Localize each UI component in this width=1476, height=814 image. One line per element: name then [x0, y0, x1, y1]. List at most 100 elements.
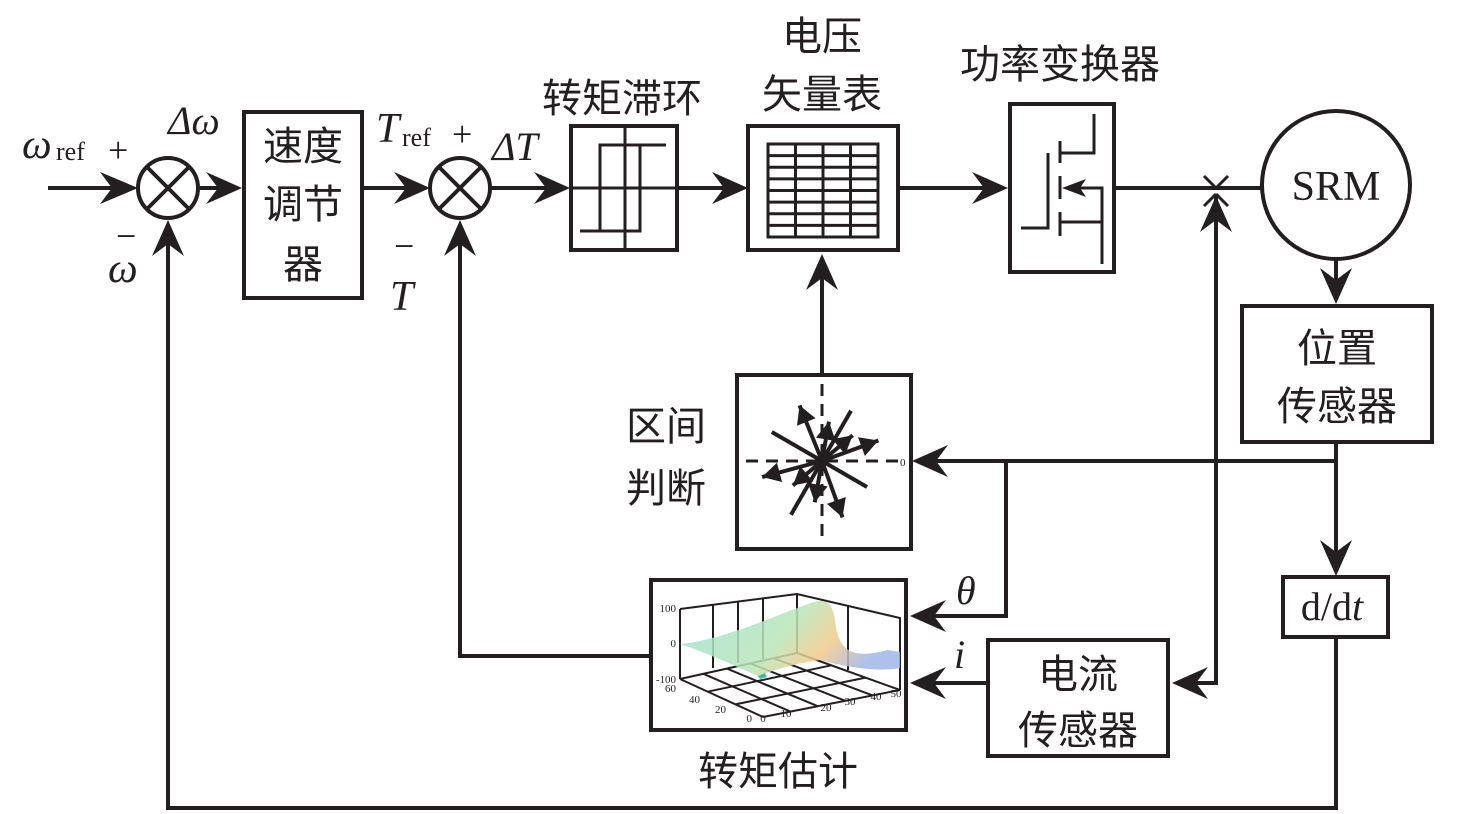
vector-arrowhead	[792, 466, 814, 486]
t-ref-label: T	[376, 106, 402, 152]
floor-grid-line	[726, 667, 819, 708]
arrow-into-sum1-feedback	[152, 220, 184, 256]
speed-feedback-line	[166, 236, 1338, 810]
sector-axis-zero: 0	[900, 457, 906, 469]
voltage-vector-star-icon	[761, 404, 880, 519]
vector-arrowhead	[826, 497, 846, 518]
x-tick-0: 0	[760, 713, 766, 725]
speed-regulator-label-3: 器	[283, 242, 323, 288]
arrow-into-converter	[972, 172, 1008, 204]
plus-sign-2: +	[452, 114, 472, 154]
power-converter-block: 功率变换器	[960, 42, 1160, 274]
vector-ray	[789, 460, 824, 516]
arrow-into-hysteresis	[534, 172, 570, 204]
arrow-into-current-sensor	[1172, 667, 1208, 699]
theta-label: θ	[956, 568, 976, 613]
y-tick-60: 60	[665, 683, 677, 695]
arrow-into-table	[712, 172, 748, 204]
derivative-block: d/dt	[1281, 575, 1390, 639]
current-probe-mark	[1202, 174, 1218, 190]
floor-grid-line	[707, 664, 832, 693]
sector-judgment-block: 区间 判断 0	[626, 373, 913, 551]
vector-arrowhead	[807, 482, 828, 503]
arrow-into-sum1	[100, 172, 138, 204]
derivative-var: t	[1352, 584, 1364, 629]
y-tick-20: 20	[715, 704, 727, 716]
arrow-into-ddt	[1320, 540, 1352, 576]
arrow-into-sector	[912, 445, 948, 477]
x-tick-20: 20	[821, 702, 833, 714]
sector-judgment-label-2: 判断	[626, 466, 706, 512]
theta-branch-line	[920, 461, 1008, 618]
sector-judgment-label-1: 区间	[626, 404, 706, 450]
torque-hysteresis-block: 转矩滞环	[542, 76, 702, 252]
plus-sign-1: +	[108, 130, 128, 170]
z-tick-0: 0	[671, 638, 677, 650]
table-grid-icon	[766, 142, 880, 239]
power-converter-label: 功率变换器	[960, 42, 1160, 88]
vector-arrowhead	[815, 421, 836, 442]
hysteresis-loop-icon	[571, 126, 677, 250]
z-tick-neg100: -100	[656, 674, 677, 686]
position-sensor-block: 位置 传感器	[1240, 304, 1434, 444]
floor-grid-line	[735, 676, 866, 706]
voltage-table-label-2: 矢量表	[762, 72, 882, 118]
signal-lines	[48, 174, 1338, 810]
omega-ref-label: ω	[22, 122, 52, 168]
vector-ray	[821, 459, 869, 489]
minus-sign-2: −	[394, 226, 414, 266]
x-tick-40: 40	[871, 691, 883, 703]
speed-regulator-label-2: 调节	[263, 182, 343, 228]
vector-arrowhead	[858, 437, 879, 457]
x-tick-30: 30	[845, 696, 857, 708]
torque-hysteresis-label: 转矩滞环	[542, 76, 702, 122]
svg-text:d/dt: d/dt	[1301, 584, 1364, 629]
vector-ray	[820, 409, 853, 463]
z-tick-100: 100	[660, 603, 677, 615]
voltage-vector-table-block: 电压 矢量表	[746, 14, 900, 252]
voltage-table-label-1: 电压	[782, 14, 862, 60]
torque-estimation-label: 转矩估计	[698, 749, 858, 795]
arrow-into-speed-reg	[206, 172, 242, 204]
y-tick-40: 40	[689, 694, 701, 706]
floor-grid-line	[762, 689, 901, 718]
vector-arrowhead	[796, 405, 816, 426]
current-sensor-label-2: 传感器	[1018, 708, 1138, 754]
summing-junction-torque	[428, 156, 492, 220]
speed-regulator-block: 速度 调节 器	[242, 110, 364, 300]
vector-ray	[770, 430, 823, 463]
torque-surface	[680, 601, 900, 676]
torque-estimation-block: 转矩估计 100	[649, 578, 908, 795]
derivative-label: d/d	[1301, 584, 1352, 629]
omega-ref-subscript: ref	[56, 137, 85, 166]
current-label: i	[954, 632, 965, 677]
y-tick-0: 0	[747, 713, 753, 725]
minus-sign-1: −	[116, 216, 136, 256]
srm-label: SRM	[1292, 164, 1381, 210]
vector-arrowhead	[832, 435, 853, 455]
x-tick-50: 50	[891, 688, 903, 700]
arrow-into-table-from-sector	[806, 254, 838, 290]
delta-t-label: ΔT	[490, 124, 540, 169]
current-tap-line	[1182, 194, 1218, 685]
omega-feedback-label: ω	[108, 246, 138, 292]
speed-regulator-label-1: 速度	[263, 124, 343, 170]
position-sensor-label-1: 位置	[1297, 326, 1377, 372]
current-sensor-label-1: 电流	[1038, 652, 1118, 698]
summing-junction-speed	[136, 156, 200, 220]
arrow-current-into-estimator	[910, 667, 946, 699]
t-feedback-label: T	[390, 274, 416, 320]
delta-omega-label: Δω	[166, 98, 220, 143]
position-sensor-label-2: 传感器	[1277, 384, 1397, 430]
arrowheads	[100, 172, 1352, 699]
torque-feedback-line	[458, 236, 650, 658]
arrow-theta-into-estimator	[910, 600, 946, 632]
floor-grid-line	[679, 678, 764, 718]
mosfet-icon	[1021, 114, 1104, 264]
floor-grid-line	[703, 672, 791, 713]
current-sensor-block: 电流 传感器	[986, 638, 1170, 758]
arrow-into-position-sensor	[1320, 268, 1352, 304]
arrow-into-sum2-feedback	[444, 220, 476, 256]
arrow-current-probe	[1200, 196, 1232, 232]
vector-arrowhead	[762, 462, 783, 483]
